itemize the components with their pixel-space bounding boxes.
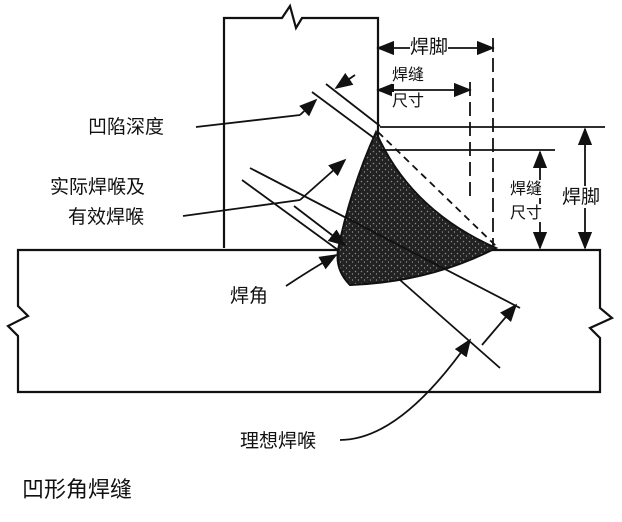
leg-top-label: 焊脚 xyxy=(410,36,449,58)
horizontal-plate xyxy=(6,248,615,394)
toe-label: 焊角 xyxy=(230,285,269,307)
ideal-throat-label: 理想焊喉 xyxy=(240,430,317,452)
concavity-label: 凹陷深度 xyxy=(88,116,165,138)
size-top-label-2: 尺寸 xyxy=(392,91,425,110)
size-right-label-2: 尺寸 xyxy=(510,203,543,222)
actual-throat-label-1: 实际焊喉及 xyxy=(50,176,146,198)
diagram-title: 凹形角焊缝 xyxy=(22,478,133,503)
size-right-label-1: 焊缝 xyxy=(510,179,543,198)
leg-right-label: 焊脚 xyxy=(562,186,601,208)
size-top-label-1: 焊缝 xyxy=(392,65,425,84)
actual-throat-label-2: 有效焊喉 xyxy=(68,206,145,228)
ideal-face-line xyxy=(377,131,497,247)
weld-bead xyxy=(336,129,499,287)
vertical-plate xyxy=(222,3,380,248)
